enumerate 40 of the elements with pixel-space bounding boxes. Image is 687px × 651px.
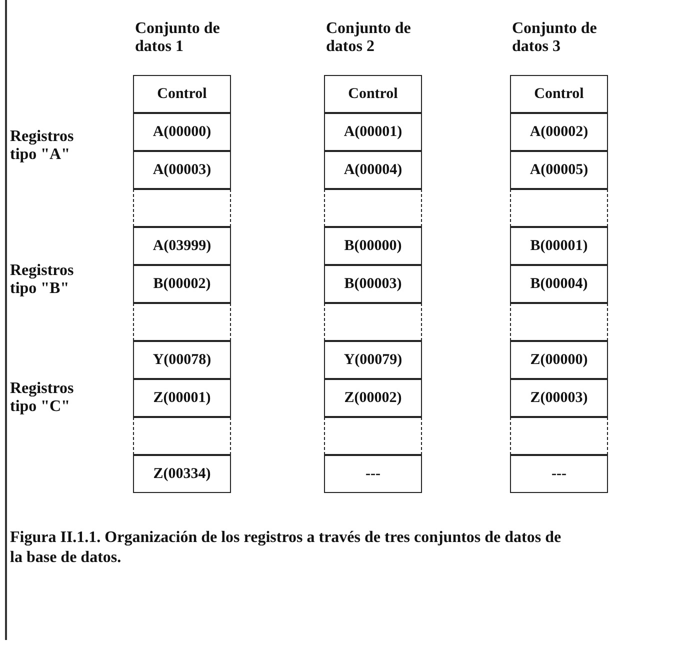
empty-record-slot [510,417,608,455]
record-slot: B(00003) [324,265,422,303]
column-heading: Conjunto de datos 3 [512,20,598,56]
row-group-label: Registros tipo "B" [10,262,75,298]
record-slot: B(00000) [324,227,422,265]
record-slot: B(00002) [133,265,231,303]
record-slot: Z(00000) [510,341,608,379]
row-group-label: Registros tipo "C" [10,380,75,416]
record-slot: A(03999) [133,227,231,265]
empty-record-slot [324,303,422,341]
figure-caption: Figura II.1.1. Organización de los registros a través de tres conjuntos de datos de la base de datos. [10,528,562,568]
empty-record-slot [133,417,231,455]
record-slot: Z(00001) [133,379,231,417]
empty-record-slot [324,189,422,227]
empty-record-slot [324,417,422,455]
record-slot: Z(00003) [510,379,608,417]
empty-record-slot [510,303,608,341]
record-slot: B(00001) [510,227,608,265]
empty-record-slot [133,189,231,227]
record-slot: B(00004) [510,265,608,303]
empty-record-slot [133,303,231,341]
row-group-label: Registros tipo "A" [10,128,75,164]
record-slot: --- [510,455,608,493]
column-heading: Conjunto de datos 2 [326,20,412,56]
record-slot: Z(00002) [324,379,422,417]
record-slot: A(00001) [324,113,422,151]
record-slot: Z(00334) [133,455,231,493]
record-slot: Y(00079) [324,341,422,379]
record-slot: Control [510,75,608,113]
record-slot: Y(00078) [133,341,231,379]
record-slot: A(00002) [510,113,608,151]
record-slot: Control [324,75,422,113]
record-slot: A(00003) [133,151,231,189]
record-slot: A(00005) [510,151,608,189]
record-slot: --- [324,455,422,493]
record-slot: Control [133,75,231,113]
record-slot: A(00000) [133,113,231,151]
column-heading: Conjunto de datos 1 [135,20,221,56]
record-slot: A(00004) [324,151,422,189]
empty-record-slot [510,189,608,227]
